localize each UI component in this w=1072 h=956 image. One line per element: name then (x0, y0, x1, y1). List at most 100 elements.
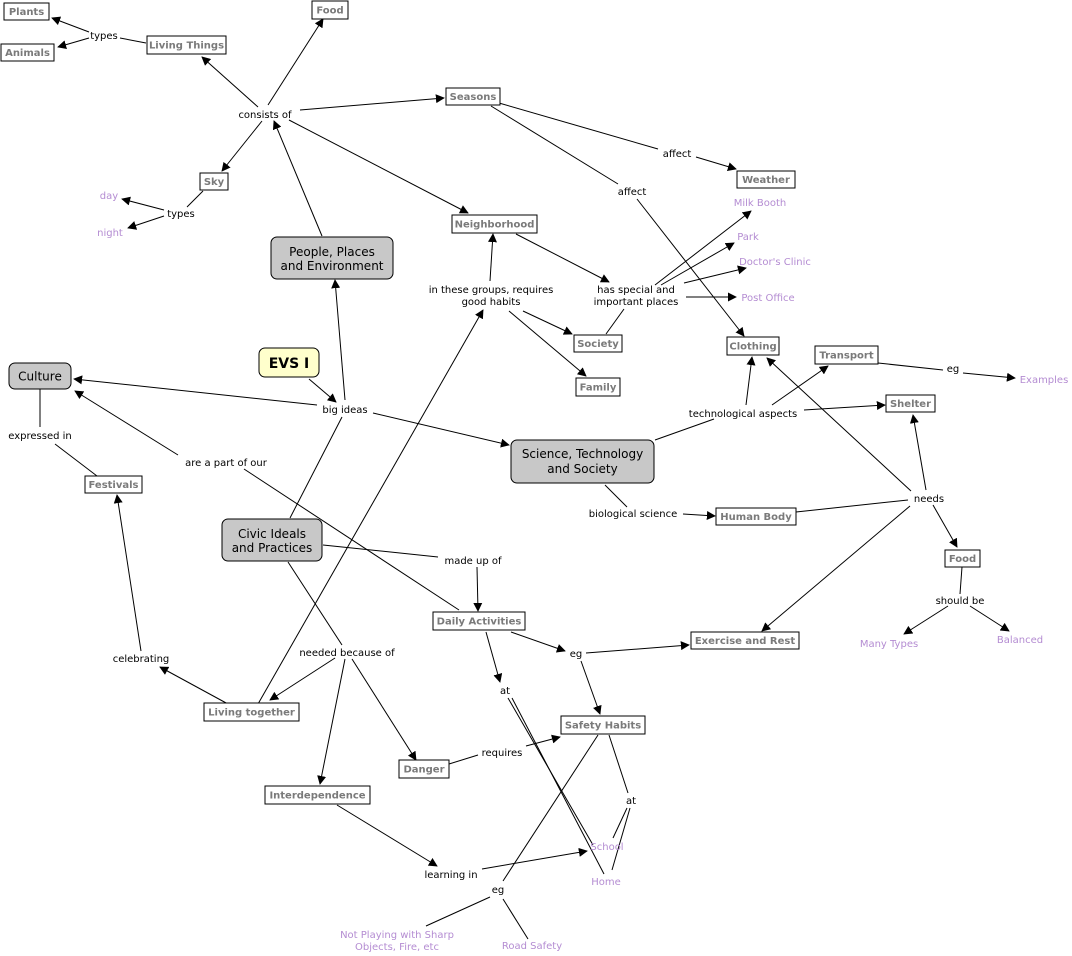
major-concept-science-technology[interactable]: Science, Technology and Society (510, 439, 655, 484)
leaf-night[interactable]: night (97, 228, 123, 239)
leaf-not-playing-line1[interactable]: Not Playing with Sharp (340, 930, 454, 941)
edge (525, 734, 561, 747)
link-at: at (500, 686, 510, 697)
concept-label: Living Things (149, 41, 224, 52)
concept-weather[interactable]: Weather (736, 170, 796, 189)
edge (269, 657, 336, 701)
edge (448, 754, 479, 765)
concept-label: Seasons (450, 92, 497, 103)
major-concept-people-places[interactable]: People, Places and Environment (270, 236, 394, 280)
concept-seasons[interactable]: Seasons (445, 87, 501, 106)
linking-phrases: types consists of types affect affect in… (8, 31, 984, 896)
edge (289, 416, 343, 519)
leaf-balanced[interactable]: Balanced (997, 635, 1043, 646)
leaf-road-safety[interactable]: Road Safety (502, 941, 562, 952)
link-expressed-in: expressed in (8, 431, 72, 442)
concept-interdependence[interactable]: Interdependence (264, 785, 371, 805)
edge (57, 37, 90, 50)
edge (372, 412, 510, 448)
edge (51, 16, 90, 33)
edge (605, 308, 625, 335)
concept-plants[interactable]: Plants (3, 2, 50, 21)
edge (654, 418, 715, 441)
concept-safety-habits[interactable]: Safety Habits (560, 715, 646, 735)
edge (272, 120, 323, 237)
edge (766, 357, 912, 492)
link-in-these-groups-line2: good habits (462, 297, 521, 308)
edge (490, 105, 619, 185)
concept-food-top[interactable]: Food (311, 0, 349, 20)
edge (608, 734, 629, 794)
major-label-line2: and Practices (232, 541, 313, 555)
link-has-special-line1: has special and (597, 285, 675, 296)
concept-animals[interactable]: Animals (0, 43, 55, 62)
concept-living-together[interactable]: Living together (203, 702, 300, 722)
edge (683, 265, 747, 284)
root-concept-evs[interactable]: EVS I (258, 347, 320, 378)
concept-transport[interactable]: Transport (814, 345, 879, 365)
edge (113, 494, 142, 652)
example-leaves: day night Milk Booth Park Doctor's Clini… (97, 191, 1068, 953)
root-label: EVS I (269, 356, 310, 372)
edge (585, 641, 690, 654)
concept-label: Society (577, 339, 619, 350)
edge (508, 310, 587, 377)
leaf-many-types[interactable]: Many Types (860, 639, 918, 650)
concept-label: Danger (403, 765, 444, 776)
concept-daily-activities[interactable]: Daily Activities (432, 611, 526, 631)
edge (969, 605, 1010, 632)
edge (74, 390, 179, 456)
edge (473, 566, 483, 612)
concept-label: Safety Habits (565, 721, 641, 732)
concept-label: Weather (742, 175, 790, 186)
edge (803, 401, 886, 411)
concept-label: Living together (208, 708, 295, 719)
edge (695, 156, 737, 171)
edge (186, 190, 204, 208)
edge (745, 356, 756, 406)
link-eg: eg (947, 364, 960, 375)
concept-human-body[interactable]: Human Body (715, 507, 797, 526)
concept-label: Animals (5, 48, 50, 59)
edge (331, 279, 346, 401)
leaf-day[interactable]: day (100, 191, 118, 202)
edge (515, 233, 610, 283)
concept-danger[interactable]: Danger (398, 759, 450, 779)
edge (498, 102, 659, 150)
concept-label: Shelter (890, 399, 931, 410)
leaf-post-office[interactable]: Post Office (741, 293, 794, 304)
major-concept-culture[interactable]: Culture (8, 362, 72, 390)
concept-neighborhood[interactable]: Neighborhood (451, 214, 538, 234)
edge (336, 804, 438, 867)
leaf-milk-booth[interactable]: Milk Booth (734, 198, 787, 209)
concept-food-right[interactable]: Food (944, 549, 981, 568)
edge (660, 242, 735, 286)
concept-shelter[interactable]: Shelter (885, 394, 936, 413)
leaf-park[interactable]: Park (737, 232, 759, 243)
edge (795, 499, 909, 513)
edge (308, 378, 337, 403)
concept-clothing[interactable]: Clothing (726, 336, 780, 356)
concept-exercise-rest[interactable]: Exercise and Rest (690, 631, 800, 650)
edge (221, 120, 263, 172)
major-concept-civic-ideals[interactable]: Civic Ideals and Practices (221, 518, 323, 562)
leaf-examples[interactable]: Examples (1020, 375, 1069, 386)
leaf-school[interactable]: School (590, 842, 623, 853)
link-needs: needs (914, 494, 944, 505)
major-label-line2: and Society (547, 462, 617, 476)
concept-festivals[interactable]: Festivals (84, 475, 143, 494)
edge (959, 566, 963, 595)
edge (761, 505, 911, 632)
link-affect: affect (618, 187, 647, 198)
edge (502, 898, 529, 940)
concept-family[interactable]: Family (575, 377, 621, 397)
concept-label: Sky (204, 177, 225, 188)
concept-sky[interactable]: Sky (199, 172, 229, 191)
leaf-doctors-clinic[interactable]: Doctor's Clinic (739, 257, 811, 268)
edge (962, 372, 1016, 382)
concept-living-things[interactable]: Living Things (146, 35, 227, 55)
concept-society[interactable]: Society (573, 334, 623, 353)
leaf-home[interactable]: Home (591, 877, 621, 888)
leaf-not-playing-line2[interactable]: Objects, Fire, etc (355, 942, 439, 953)
